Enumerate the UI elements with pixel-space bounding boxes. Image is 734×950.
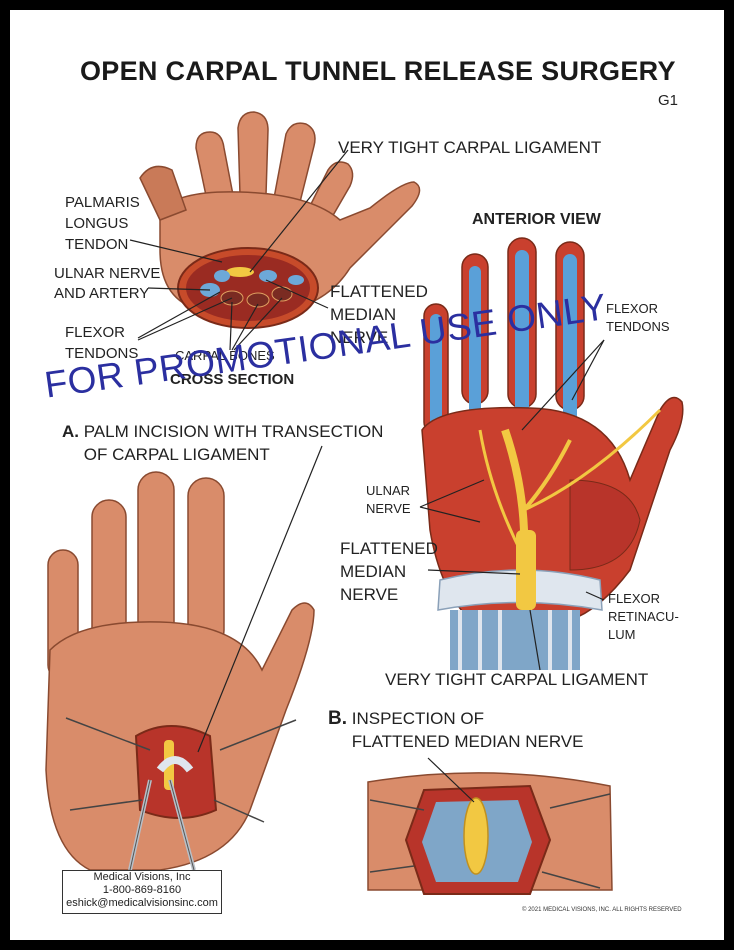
section-a-letter: A. — [62, 422, 79, 441]
label-flattened-median-nerve-top: FLATTENED MEDIAN NERVE — [330, 282, 428, 347]
plate-code: G1 — [658, 92, 679, 109]
contact-company: Medical Visions, Inc — [93, 871, 191, 883]
label-anterior-view: ANTERIOR VIEW — [472, 211, 601, 228]
label-cross-section: CROSS SECTION — [170, 371, 295, 388]
page: OPEN CARPAL TUNNEL RELEASE SURGERY G1 VE… — [10, 10, 724, 940]
label-tight-ligament-bottom: VERY TIGHT CARPAL LIGAMENT — [385, 670, 649, 689]
leader-lines — [129, 149, 605, 803]
section-a-text: PALM INCISION WITH TRANSECTION OF CARPAL… — [83, 422, 384, 464]
label-flexor-tendons-right: FLEXOR TENDONS — [606, 301, 670, 334]
contact-email[interactable]: eshick@medicalvisionsinc.com — [66, 897, 218, 909]
panel-b-illustration — [367, 772, 613, 895]
page-title: OPEN CARPAL TUNNEL RELEASE SURGERY — [80, 56, 676, 86]
label-tight-ligament-top: VERY TIGHT CARPAL LIGAMENT — [338, 138, 602, 157]
label-ulnar-nerve: ULNAR NERVE — [366, 483, 411, 516]
section-b-caption: B. INSPECTION OF FLATTENED MEDIAN NERVE — [328, 707, 583, 753]
section-a-caption: A. PALM INCISION WITH TRANSECTION OF CAR… — [62, 420, 383, 466]
section-b-text: INSPECTION OF FLATTENED MEDIAN NERVE — [351, 709, 584, 751]
section-b-letter: B. — [328, 708, 347, 729]
label-palmaris-longus-tendon: PALMARIS LONGUS TENDON — [65, 194, 140, 253]
anterior-hand-illustration — [421, 237, 684, 670]
label-carpal-bones: CARPAL BONES — [175, 348, 275, 363]
top-hand-illustration — [139, 111, 421, 329]
contact-phone: 1-800-869-8160 — [102, 884, 182, 896]
label-flexor-retinaculum: FLEXOR RETINACU- LUM — [608, 591, 679, 642]
illustration — [45, 111, 684, 895]
contact-box: Medical Visions, Inc 1-800-869-8160 eshi… — [62, 870, 222, 914]
label-flattened-median-nerve-mid: FLATTENED MEDIAN NERVE — [340, 539, 438, 604]
label-flexor-tendons-left: FLEXOR TENDONS — [65, 324, 139, 362]
copyright-notice: © 2021 MEDICAL VISIONS, INC. ALL RIGHTS … — [522, 907, 682, 913]
label-ulnar-nerve-artery: ULNAR NERVE AND ARTERY — [54, 265, 161, 302]
hand-a-illustration — [45, 471, 315, 871]
